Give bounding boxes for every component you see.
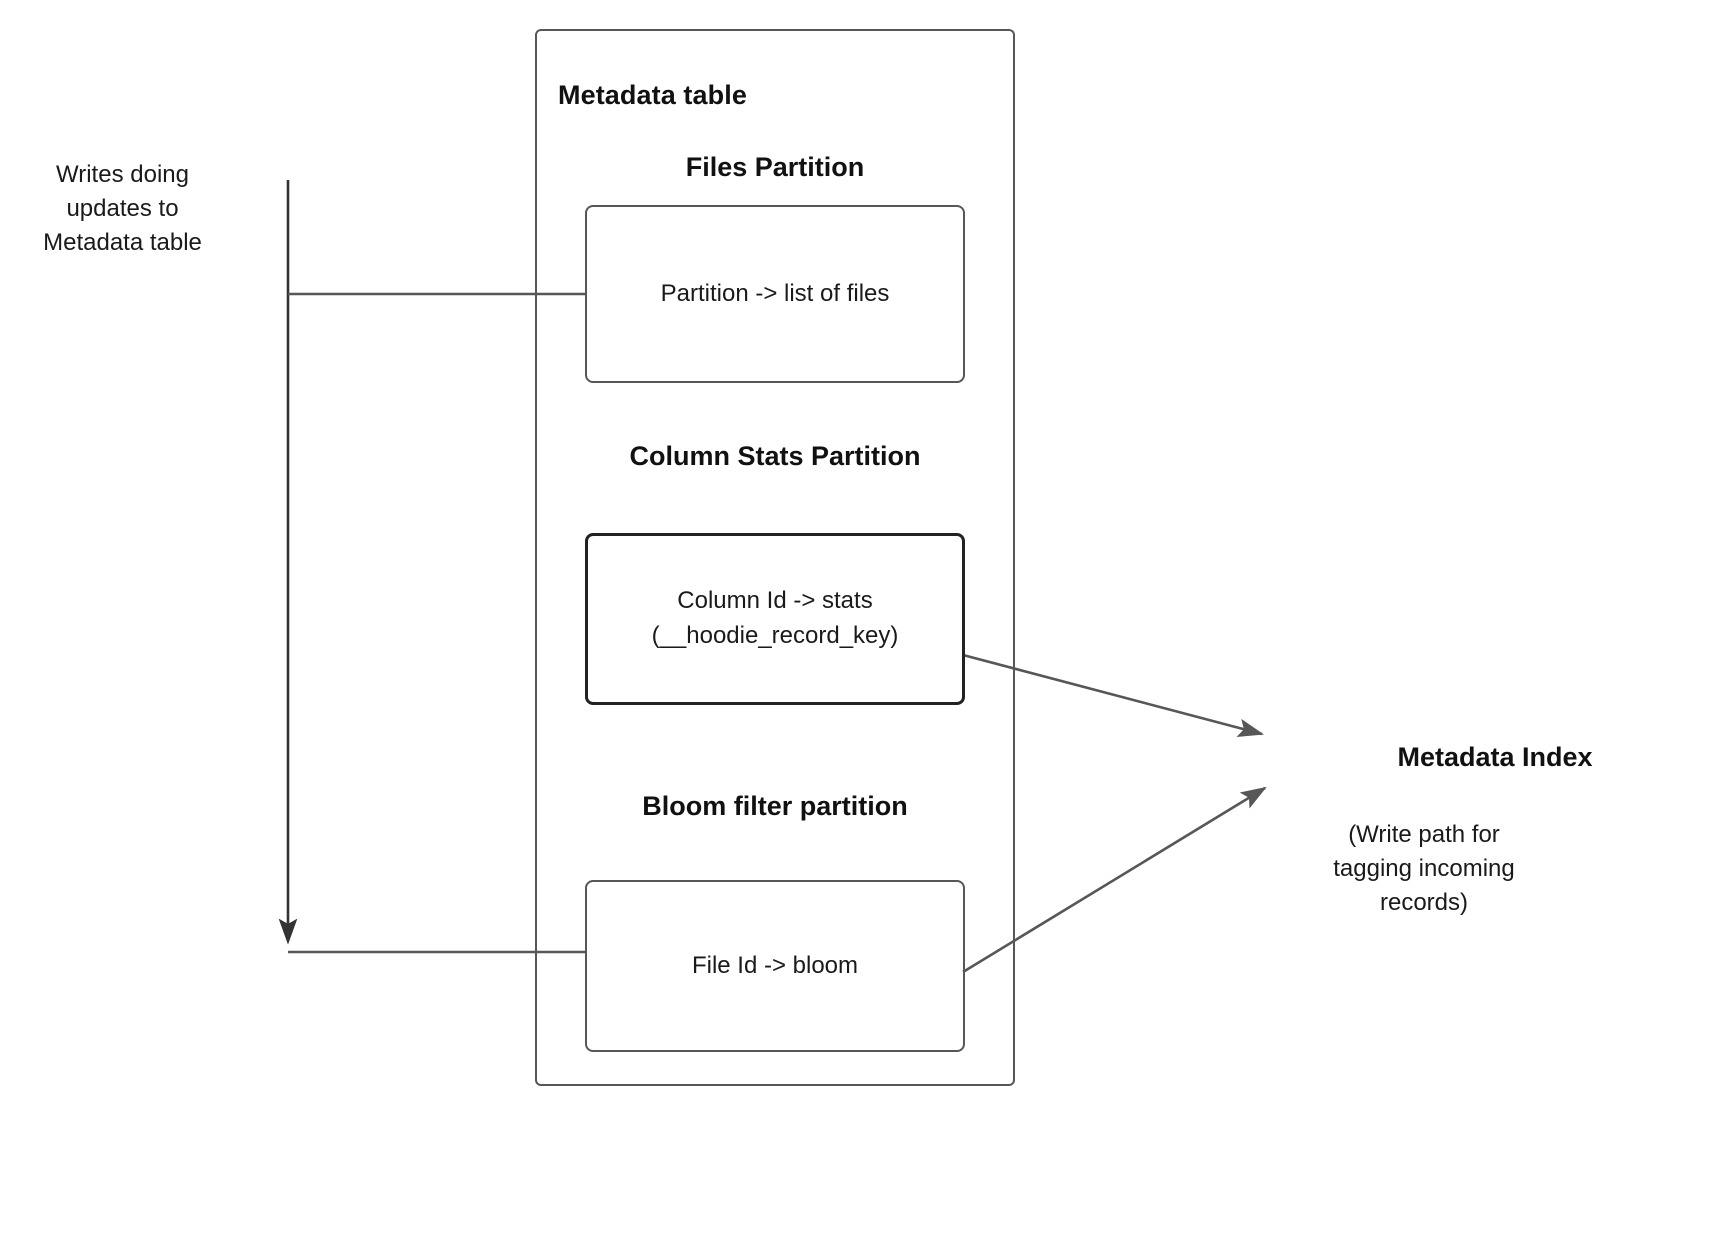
metadata-index-caption: (Write path for tagging incoming records… [1333, 821, 1515, 917]
bloom-filter-partition-title: Bloom filter partition [642, 791, 908, 821]
metadata-index-title: Metadata Index [1397, 742, 1593, 772]
column-stats-partition-box-text: Column Id -> stats (__hoodie_record_key) [651, 587, 899, 649]
bloom-filter-partition-box: File Id -> bloom [585, 880, 965, 1052]
files-partition-box-text: Partition -> list of files [660, 279, 890, 307]
column-stats-partition-box: Column Id -> stats (__hoodie_record_key) [585, 533, 965, 705]
column-stats-partition-title: Column Stats Partition [629, 441, 921, 471]
metadata-table-title: Metadata table [558, 80, 747, 110]
writes-note-label: Writes doing updates to Metadata table [43, 161, 202, 257]
metadata-table-container [535, 29, 1015, 1086]
files-partition-title: Files Partition [685, 152, 865, 182]
bloom-filter-partition-box-text: File Id -> bloom [691, 951, 859, 979]
files-partition-box: Partition -> list of files [585, 205, 965, 383]
